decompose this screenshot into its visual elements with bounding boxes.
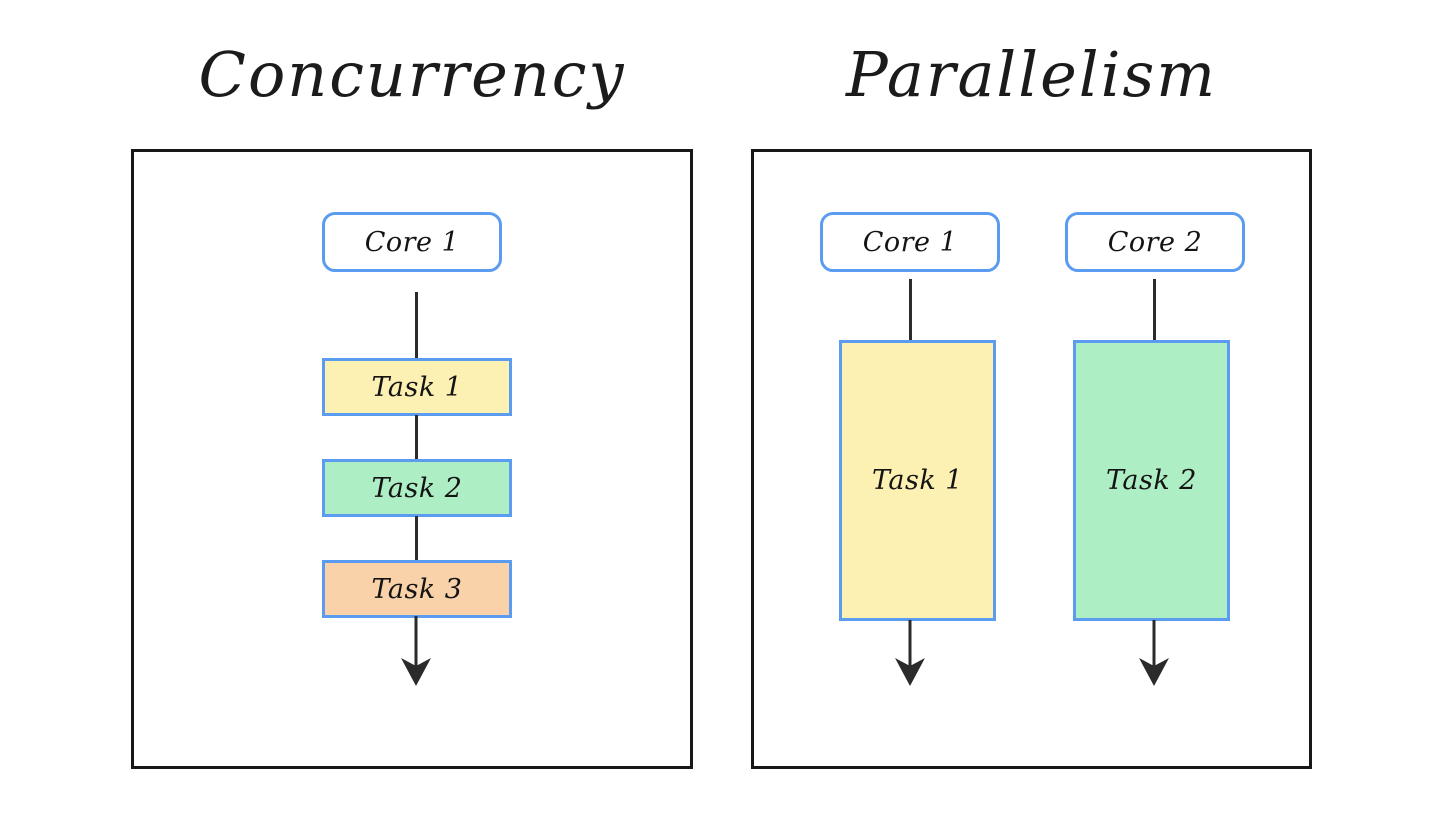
parallelism-task-1[interactable]: Task 1 <box>839 340 996 621</box>
task-label: Task 2 <box>371 472 463 504</box>
connector-core2-task2 <box>1153 279 1156 342</box>
parallelism-core-1[interactable]: Core 1 <box>820 212 1000 272</box>
core-label: Core 1 <box>364 226 460 258</box>
parallelism-title: Parallelism <box>845 38 1218 111</box>
concurrency-task-3[interactable]: Task 3 <box>322 560 512 618</box>
connector-task2-task3 <box>415 516 418 560</box>
parallelism-task-2[interactable]: Task 2 <box>1073 340 1230 621</box>
connector-task1-task2 <box>415 415 418 459</box>
concurrency-task-2[interactable]: Task 2 <box>322 459 512 517</box>
concurrency-panel: Core 1 Task 1 Task 2 Task 3 <box>131 149 693 769</box>
parallelism-task2-output-arrow <box>1139 620 1169 686</box>
concurrency-task-1[interactable]: Task 1 <box>322 358 512 416</box>
concurrency-core-1[interactable]: Core 1 <box>322 212 502 272</box>
parallelism-core-2[interactable]: Core 2 <box>1065 212 1245 272</box>
concurrency-title: Concurrency <box>198 38 626 111</box>
task-label: Task 2 <box>1106 465 1197 496</box>
task-label: Task 1 <box>371 371 463 403</box>
task-label: Task 1 <box>872 465 963 496</box>
task-label: Task 3 <box>371 573 463 605</box>
connector-core1-task1 <box>415 292 418 358</box>
concurrency-output-arrow <box>401 616 431 686</box>
connector-core1-task1 <box>909 279 912 342</box>
core-label: Core 1 <box>862 226 958 258</box>
parallelism-task1-output-arrow <box>895 620 925 686</box>
parallelism-panel: Core 1 Core 2 Task 1 Task 2 <box>751 149 1312 769</box>
core-label: Core 2 <box>1107 226 1203 258</box>
